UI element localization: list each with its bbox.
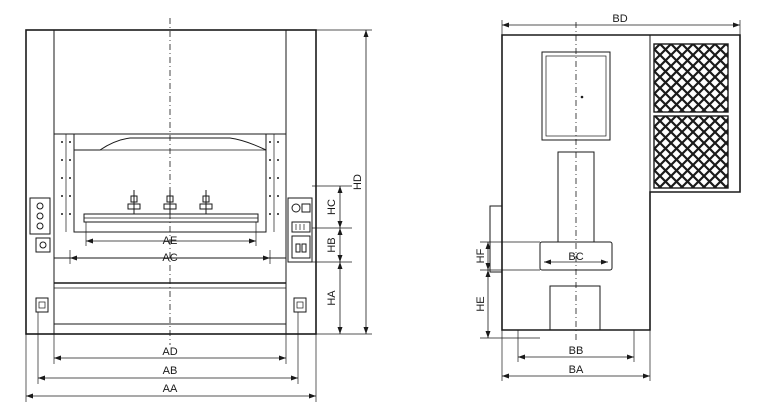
label-BB: BB bbox=[569, 345, 584, 357]
tap-left bbox=[127, 190, 141, 214]
right-socket-panel bbox=[291, 235, 311, 259]
left-control-panel bbox=[29, 197, 51, 235]
label-HE: HE bbox=[475, 296, 487, 311]
tap-right bbox=[199, 190, 213, 214]
label-HC: HC bbox=[326, 199, 338, 215]
label-BD: BD bbox=[612, 13, 627, 25]
bottom-right-outlet bbox=[293, 297, 307, 313]
label-AA: AA bbox=[163, 383, 178, 395]
label-BC: BC bbox=[568, 251, 583, 263]
label-HA: HA bbox=[326, 290, 338, 306]
label-AE: AE bbox=[163, 235, 178, 247]
lower-filter-mesh bbox=[653, 115, 729, 189]
left-outlet-icon bbox=[39, 241, 47, 249]
front-cabinet-outline bbox=[25, 29, 317, 335]
side-view: BD BC BB BA HF HE bbox=[475, 13, 741, 381]
lower-panel bbox=[549, 285, 601, 331]
bottom-left-outlet bbox=[35, 297, 49, 313]
label-HB: HB bbox=[326, 237, 338, 252]
upper-door-knob bbox=[580, 95, 584, 99]
label-BA: BA bbox=[569, 364, 584, 376]
right-display bbox=[301, 203, 311, 213]
right-post-holes bbox=[269, 141, 279, 215]
right-dial-icon bbox=[291, 203, 301, 213]
side-bracket bbox=[489, 205, 503, 273]
right-switch-bank bbox=[291, 221, 311, 233]
label-AD: AD bbox=[162, 346, 177, 358]
upper-filter-mesh bbox=[653, 43, 729, 113]
label-AB: AB bbox=[163, 365, 178, 377]
left-knob-1 bbox=[36, 202, 44, 210]
left-post-holes bbox=[61, 141, 71, 215]
label-HD: HD bbox=[352, 174, 364, 190]
left-outlet bbox=[35, 237, 51, 253]
label-HF: HF bbox=[475, 248, 487, 263]
right-control-panel bbox=[287, 197, 313, 263]
left-knob-2 bbox=[36, 212, 44, 220]
label-AC: AC bbox=[162, 252, 177, 264]
front-view: AE AC AD AB AA HC HB HA HD bbox=[25, 18, 372, 402]
left-knob-3 bbox=[36, 222, 44, 230]
sash-top-curve bbox=[74, 137, 267, 151]
